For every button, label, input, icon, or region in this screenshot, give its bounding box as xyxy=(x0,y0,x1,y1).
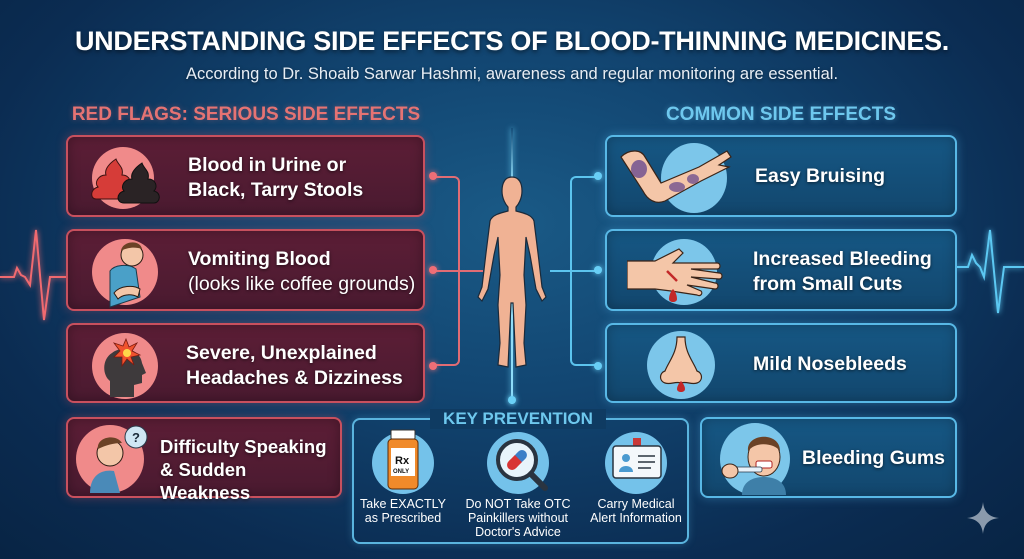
svg-text:Rx: Rx xyxy=(395,455,410,467)
prevention-label: Doctor's Advice xyxy=(475,525,561,539)
cut-hand-icon xyxy=(627,248,723,302)
prevention-label: Carry Medical xyxy=(597,497,675,511)
prevention-label: Take EXACTLY xyxy=(360,497,446,511)
connector-dot xyxy=(594,362,602,370)
red-flag-card-speaking: ? Difficulty Speaking & Sudden Weakness xyxy=(66,417,342,503)
svg-text:ONLY: ONLY xyxy=(393,469,409,475)
prevention-item-prescribed: Rx ONLY Take EXACTLY as Prescribed xyxy=(348,429,458,525)
red-flags-heading: RED FLAGS: SERIOUS SIDE EFFECTS xyxy=(71,104,421,125)
connector-dot xyxy=(429,172,437,180)
heartbeat-blue-icon xyxy=(956,229,1024,314)
prevention-item-otc: Do NOT Take OTC Painkillers without Doct… xyxy=(463,432,573,539)
svg-text:?: ? xyxy=(132,430,140,445)
id-card-icon xyxy=(612,438,662,479)
center-dot xyxy=(508,396,516,404)
bleeding-gums-icon xyxy=(721,436,786,495)
prevention-label: Alert Information xyxy=(590,511,682,525)
headache-icon xyxy=(104,337,146,397)
common-card-gums: Bleeding Gums xyxy=(700,417,957,498)
common-title: Easy Bruising xyxy=(755,165,886,187)
red-flag-title: Blood in Urine or xyxy=(188,154,347,176)
human-body-icon xyxy=(477,176,547,368)
red-flag-title: Severe, Unexplained xyxy=(186,342,377,364)
common-card-nosebleed: Mild Nosebleeds xyxy=(605,323,957,403)
common-title: Bleeding Gums xyxy=(802,447,946,469)
heartbeat-red-icon xyxy=(0,229,68,321)
red-flag-card-stools: Blood in Urine or Black, Tarry Stools xyxy=(66,135,425,217)
connector-dot xyxy=(594,266,602,274)
nosebleed-icon xyxy=(659,336,703,392)
red-flag-subtitle: & Sudden Weakness xyxy=(160,459,251,503)
connector-dot xyxy=(429,362,437,370)
key-prevention-heading: KEY PREVENTION xyxy=(430,409,606,429)
red-flag-subtitle: Black, Tarry Stools xyxy=(188,179,364,201)
red-flag-card-vomiting: Vomiting Blood (looks like coffee ground… xyxy=(66,229,425,311)
connector-red-mid xyxy=(433,270,483,272)
connector-blue-mid xyxy=(550,270,597,272)
rx-bottle-icon: Rx ONLY xyxy=(387,429,419,490)
connector-dot xyxy=(594,172,602,180)
connector-dot xyxy=(429,266,437,274)
speech-difficulty-icon: ? xyxy=(90,425,148,493)
red-flag-title: Vomiting Blood xyxy=(188,248,331,270)
prevention-label: Do NOT Take OTC xyxy=(465,497,571,511)
page-subtitle: According to Dr. Shoaib Sarwar Hashmi, a… xyxy=(185,65,839,83)
common-effects-heading: COMMON SIDE EFFECTS xyxy=(665,104,897,125)
bruised-arm-icon xyxy=(620,150,732,203)
vomiting-person-icon xyxy=(109,242,144,308)
red-flag-subtitle: (looks like coffee grounds) xyxy=(188,273,416,295)
sparkle-icon xyxy=(967,502,999,534)
common-card-bruising: Easy Bruising xyxy=(605,135,957,217)
prevention-item-alert: Carry Medical Alert Information xyxy=(581,432,691,525)
red-flag-title: Difficulty Speaking xyxy=(160,436,327,457)
stool-icon xyxy=(91,158,160,204)
magnifier-pill-icon xyxy=(496,439,548,491)
page-title: UNDERSTANDING SIDE EFFECTS OF BLOOD-THIN… xyxy=(74,26,949,56)
common-title: Increased Bleeding xyxy=(753,248,932,270)
prevention-label: as Prescribed xyxy=(364,511,442,525)
common-title: Mild Nosebleeds xyxy=(753,353,907,375)
red-flag-card-headache: Severe, Unexplained Headaches & Dizzines… xyxy=(66,323,425,403)
prevention-label: Painkillers without xyxy=(467,511,569,525)
common-subtitle: from Small Cuts xyxy=(753,273,903,295)
red-flag-subtitle: Headaches & Dizziness xyxy=(186,367,403,389)
common-card-cuts: Increased Bleeding from Small Cuts xyxy=(605,229,957,311)
